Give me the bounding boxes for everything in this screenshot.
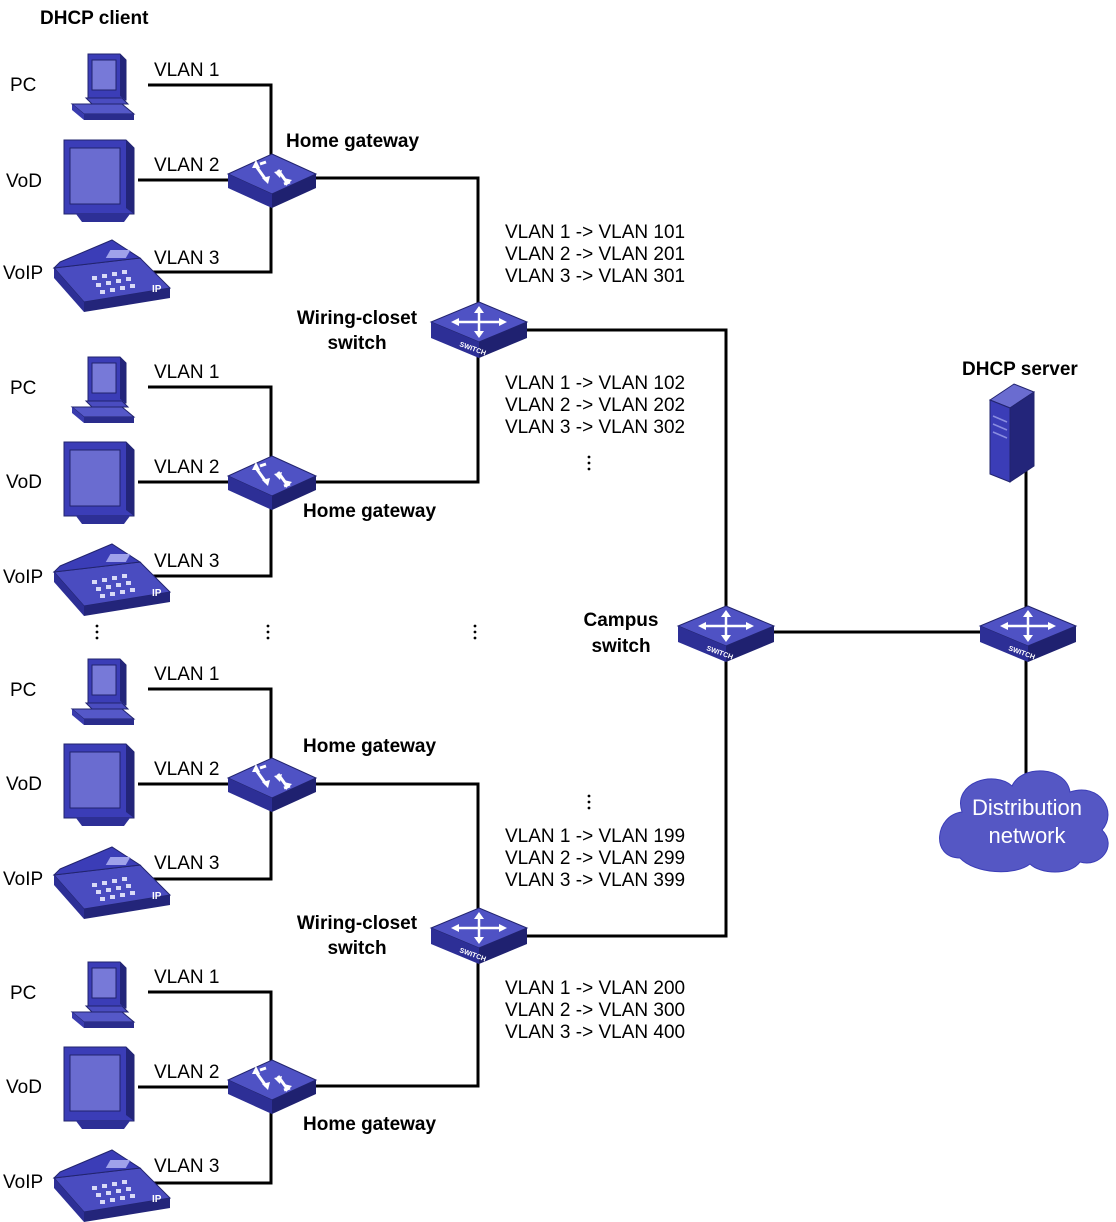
vlan-mapping: VLAN 1 -> VLAN 101	[505, 222, 685, 243]
wiring-closet-label: Wiring-closet	[297, 308, 418, 329]
ip-phone-icon	[53, 1149, 171, 1222]
monitor-icon	[63, 441, 135, 525]
link-gw1-wcs1	[310, 176, 480, 320]
home-gateway-label: Home gateway	[303, 736, 436, 757]
vlan-label: VLAN 2	[154, 457, 219, 478]
vlan-mapping: VLAN 3 -> VLAN 400	[505, 1022, 685, 1043]
campus-switch-label: switch	[591, 636, 650, 657]
cloud-icon	[939, 770, 1109, 873]
vlan-mapping: VLAN 1 -> VLAN 200	[505, 978, 685, 999]
vlan-mapping: VLAN 2 -> VLAN 299	[505, 848, 685, 869]
vod-label: VoD	[6, 774, 42, 795]
links	[138, 83, 1028, 1185]
home-gateway-icon	[226, 1058, 318, 1116]
pc-label: PC	[10, 378, 36, 399]
switch-icon	[429, 300, 529, 360]
monitor-icon	[63, 743, 135, 827]
voip-label: VoIP	[3, 869, 43, 890]
server-icon	[989, 383, 1035, 483]
link-wcs1-campus	[520, 328, 728, 616]
vlan-mapping: VLAN 2 -> VLAN 201	[505, 244, 685, 265]
vlan-label: VLAN 3	[154, 1156, 219, 1177]
switch-icon	[429, 906, 529, 966]
voip-label: VoIP	[3, 1172, 43, 1193]
vlan-mapping: VLAN 1 -> VLAN 102	[505, 373, 685, 394]
vlan-mapping: VLAN 1 -> VLAN 199	[505, 826, 685, 847]
cloud-label: network	[988, 823, 1066, 848]
vlan-mapping: VLAN 3 -> VLAN 399	[505, 870, 685, 891]
wiring-closet-label: Wiring-closet	[297, 913, 418, 934]
vlan-label: VLAN 2	[154, 155, 219, 176]
pc-icon	[71, 961, 135, 1029]
vlan-label: VLAN 3	[154, 853, 219, 874]
dhcp-server-title: DHCP server	[962, 359, 1078, 380]
pc-label: PC	[10, 680, 36, 701]
pc-label: PC	[10, 75, 36, 96]
ellipsis-marks	[95, 455, 591, 810]
cloud-label: Distribution	[972, 795, 1082, 820]
home-gateway-label: Home gateway	[303, 1114, 436, 1135]
vlan-mapping: VLAN 3 -> VLAN 301	[505, 266, 685, 287]
vlan-mapping: VLAN 2 -> VLAN 202	[505, 395, 685, 416]
switch-icon	[978, 604, 1078, 664]
wiring-closet-label: switch	[327, 333, 386, 354]
voip-label: VoIP	[3, 263, 43, 284]
vlan-label: VLAN 1	[154, 60, 219, 81]
link-gw4-wcs2	[310, 946, 480, 1088]
link-wcs2-campus	[520, 650, 728, 938]
pc-label: PC	[10, 983, 36, 1004]
pc-icon	[71, 356, 135, 424]
pc-icon	[71, 658, 135, 726]
home-gateway-label: Home gateway	[286, 131, 419, 152]
link-gw3-wcs2	[310, 782, 480, 926]
ip-phone-icon	[53, 543, 171, 617]
link-gw2-wcs1	[310, 340, 480, 484]
vlan-mapping: VLAN 3 -> VLAN 302	[505, 417, 685, 438]
vlan-label: VLAN 2	[154, 1062, 219, 1083]
ip-phone-icon	[53, 239, 171, 313]
vod-label: VoD	[6, 171, 42, 192]
vlan-label: VLAN 1	[154, 967, 219, 988]
monitor-icon	[63, 1046, 135, 1130]
home-gateway-icon	[226, 152, 318, 210]
vlan-mapping: VLAN 2 -> VLAN 300	[505, 1000, 685, 1021]
home-gateway-label: Home gateway	[303, 501, 436, 522]
vlan-label: VLAN 1	[154, 664, 219, 685]
vlan-label: VLAN 3	[154, 551, 219, 572]
pc-icon	[71, 53, 135, 121]
monitor-icon	[63, 139, 135, 223]
vlan-label: VLAN 3	[154, 248, 219, 269]
vlan-label: VLAN 1	[154, 362, 219, 383]
campus-switch-label: Campus	[584, 610, 659, 631]
vlan-label: VLAN 2	[154, 759, 219, 780]
vod-label: VoD	[6, 472, 42, 493]
switch-icon	[676, 604, 776, 664]
dhcp-client-title: DHCP client	[40, 8, 149, 29]
home-gateway-icon	[226, 756, 318, 814]
wiring-closet-label: switch	[327, 938, 386, 959]
vod-label: VoD	[6, 1077, 42, 1098]
ip-phone-icon	[53, 846, 171, 920]
voip-label: VoIP	[3, 567, 43, 588]
